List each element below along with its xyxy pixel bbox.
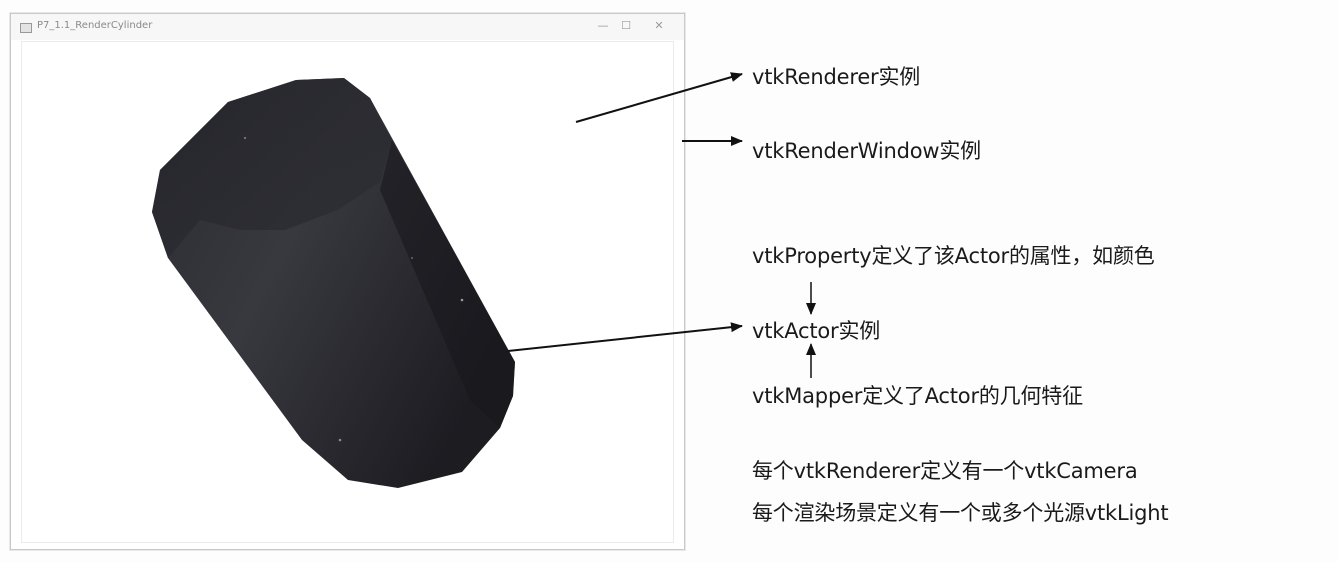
maximize-button[interactable]: ☐ <box>621 19 631 32</box>
light-note: 每个渲染场景定义有一个或多个光源vtkLight <box>752 501 1169 525</box>
specular-dot <box>460 298 464 302</box>
title-bar: P7_1.1_RenderCylinder — ☐ ✕ <box>11 14 684 40</box>
render-window-label: vtkRenderWindow实例 <box>752 139 981 163</box>
arrow-to-actor-label <box>507 322 743 352</box>
camera-note: 每个vtkRenderer定义有一个vtkCamera <box>752 459 1138 483</box>
mapper-label: vtkMapper定义了Actor的几何特征 <box>752 384 1083 408</box>
arrow-to-renderer-label <box>575 72 743 123</box>
specular-dot <box>243 136 247 140</box>
renderer-label: vtkRenderer实例 <box>752 65 921 89</box>
cylinder-top-cap <box>152 78 392 258</box>
cylinder-edge-shade <box>380 140 515 428</box>
close-button[interactable]: ✕ <box>654 19 664 32</box>
specular-dot <box>338 438 342 442</box>
minimize-button[interactable]: — <box>597 19 609 32</box>
window-title: P7_1.1_RenderCylinder <box>37 20 153 31</box>
specular-dot <box>411 257 413 259</box>
cylinder-actor <box>152 78 515 488</box>
app-icon <box>20 23 32 33</box>
actor-label: vtkActor实例 <box>752 319 881 343</box>
property-label: vtkProperty定义了该Actor的属性，如颜色 <box>752 244 1155 268</box>
